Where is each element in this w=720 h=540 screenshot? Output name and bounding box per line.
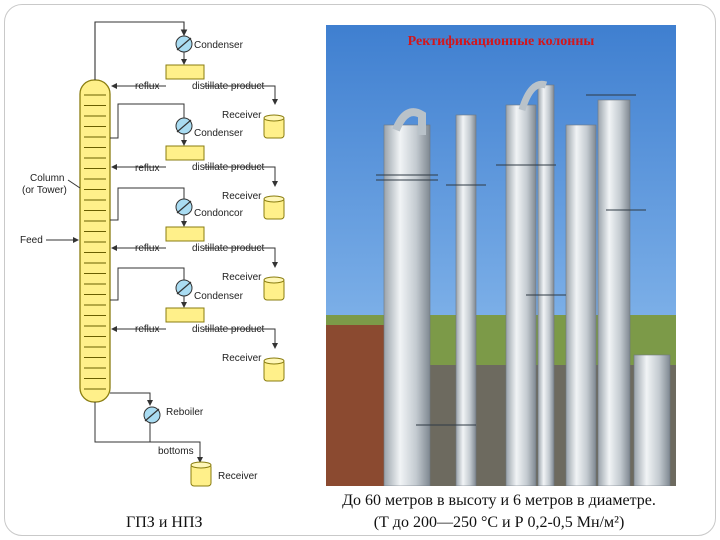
reflux-label: reflux	[135, 324, 159, 335]
reflux-label: reflux	[135, 163, 159, 174]
receiver-label: Receiver	[222, 110, 262, 121]
condenser-label: Condenser	[194, 128, 244, 139]
caption-line-2: (Т до 200—250 °С и Р 0,2-0,5 Мн/м²)	[373, 514, 625, 531]
feed-label: Feed	[20, 235, 43, 246]
photo-title: Ректификационные колонны	[407, 34, 595, 49]
reboiler-label: Reboiler	[166, 407, 204, 418]
reflux-label: reflux	[135, 81, 159, 92]
receiver-4	[263, 357, 285, 382]
column-label: Column	[30, 173, 64, 184]
condenser-3: Condoncor	[175, 198, 244, 219]
condenser-2: Condenser	[175, 117, 244, 139]
condenser-label: Condoncor	[194, 208, 244, 219]
receiver-bottoms	[190, 461, 212, 487]
bottoms-label: bottoms	[158, 446, 194, 457]
condenser-1: Condenser	[175, 35, 244, 53]
reflux-drum-1	[165, 64, 205, 80]
reflux-drum-2	[165, 145, 205, 161]
receiver-1	[263, 114, 285, 139]
reflux-drum-4	[165, 307, 205, 323]
receiver-label: Receiver	[222, 353, 262, 364]
vapor-line	[94, 21, 188, 80]
receiver-label: Receiver	[222, 272, 262, 283]
distillation-columns-photo	[326, 25, 676, 486]
bottom-left-label: ГПЗ и НПЗ	[126, 514, 203, 531]
receiver-3	[263, 276, 285, 301]
condenser-label: Condenser	[194, 40, 244, 51]
receiver-label: Receiver	[222, 191, 262, 202]
column-vessel	[79, 79, 111, 403]
receiver-2	[263, 195, 285, 220]
reboiler: Reboiler	[143, 406, 204, 424]
or-tower-label: (or Tower)	[22, 185, 67, 196]
caption-line-1: До 60 метров в высоту и 6 метров в диаме…	[342, 492, 656, 509]
reflux-drum-3	[165, 226, 205, 242]
condenser-label: Condenser	[194, 291, 244, 302]
condenser-4: Condenser	[175, 279, 244, 302]
receiver-label: Receiver	[218, 471, 258, 482]
reflux-label: reflux	[135, 243, 159, 254]
